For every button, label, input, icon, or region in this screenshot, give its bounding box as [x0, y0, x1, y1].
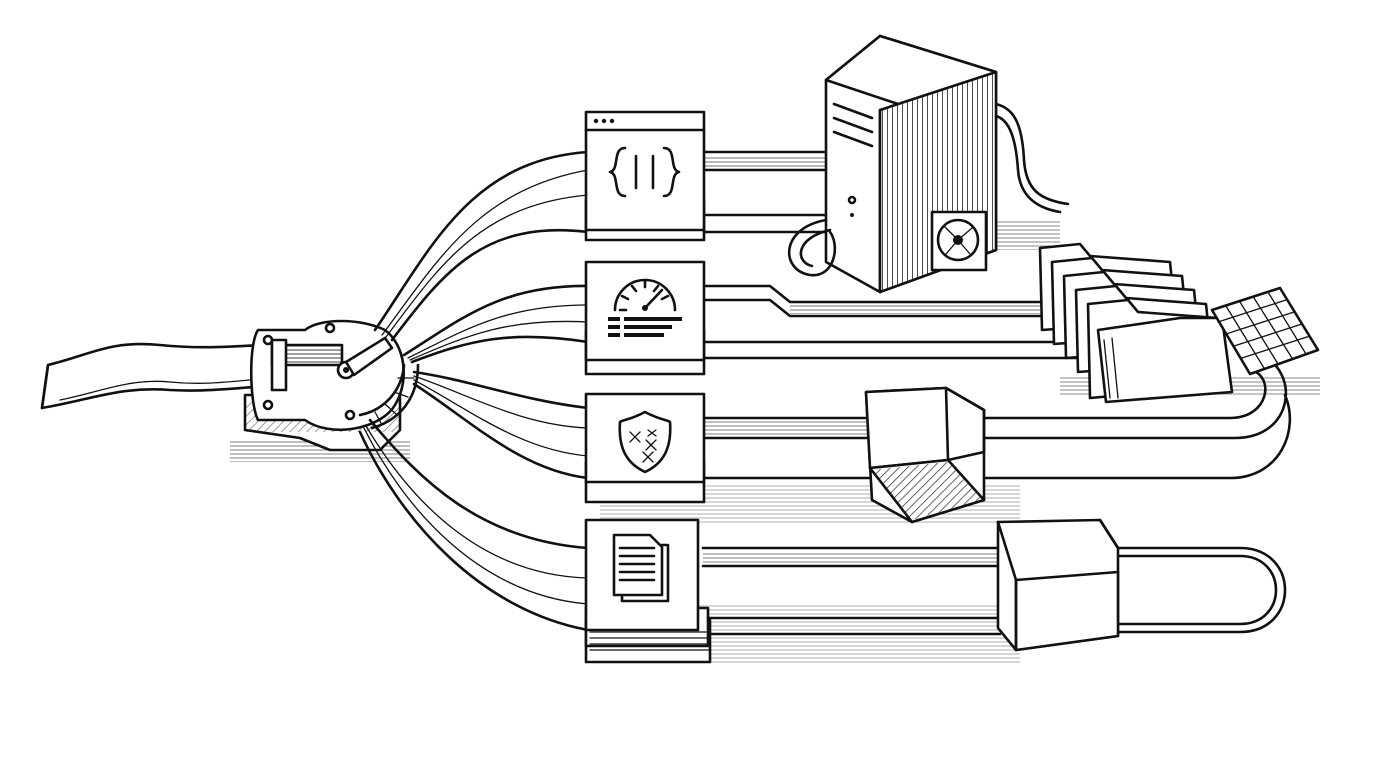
cooling-fan-icon — [930, 210, 988, 272]
document-stack-icon — [612, 533, 670, 603]
server-tower-icon — [787, 34, 1070, 294]
monitoring-module-card — [584, 260, 706, 376]
spreadsheet-grid-icon — [1210, 286, 1320, 376]
folder-stack-icon — [1038, 242, 1234, 404]
rail-monitoring-to-archive — [701, 284, 1082, 360]
box-block-icon — [996, 518, 1120, 652]
gauge-dashboard-icon — [608, 278, 682, 337]
conduit-branches — [358, 150, 590, 632]
box-block-icon — [864, 386, 986, 524]
rail-documents-to-filter — [701, 546, 1287, 636]
documents-module-card — [584, 518, 712, 664]
shield-icon — [618, 410, 672, 474]
security-module-card — [584, 392, 706, 504]
rail-code-to-server — [701, 150, 832, 234]
code-braces-icon — [608, 146, 681, 198]
code-module-card — [584, 110, 706, 242]
